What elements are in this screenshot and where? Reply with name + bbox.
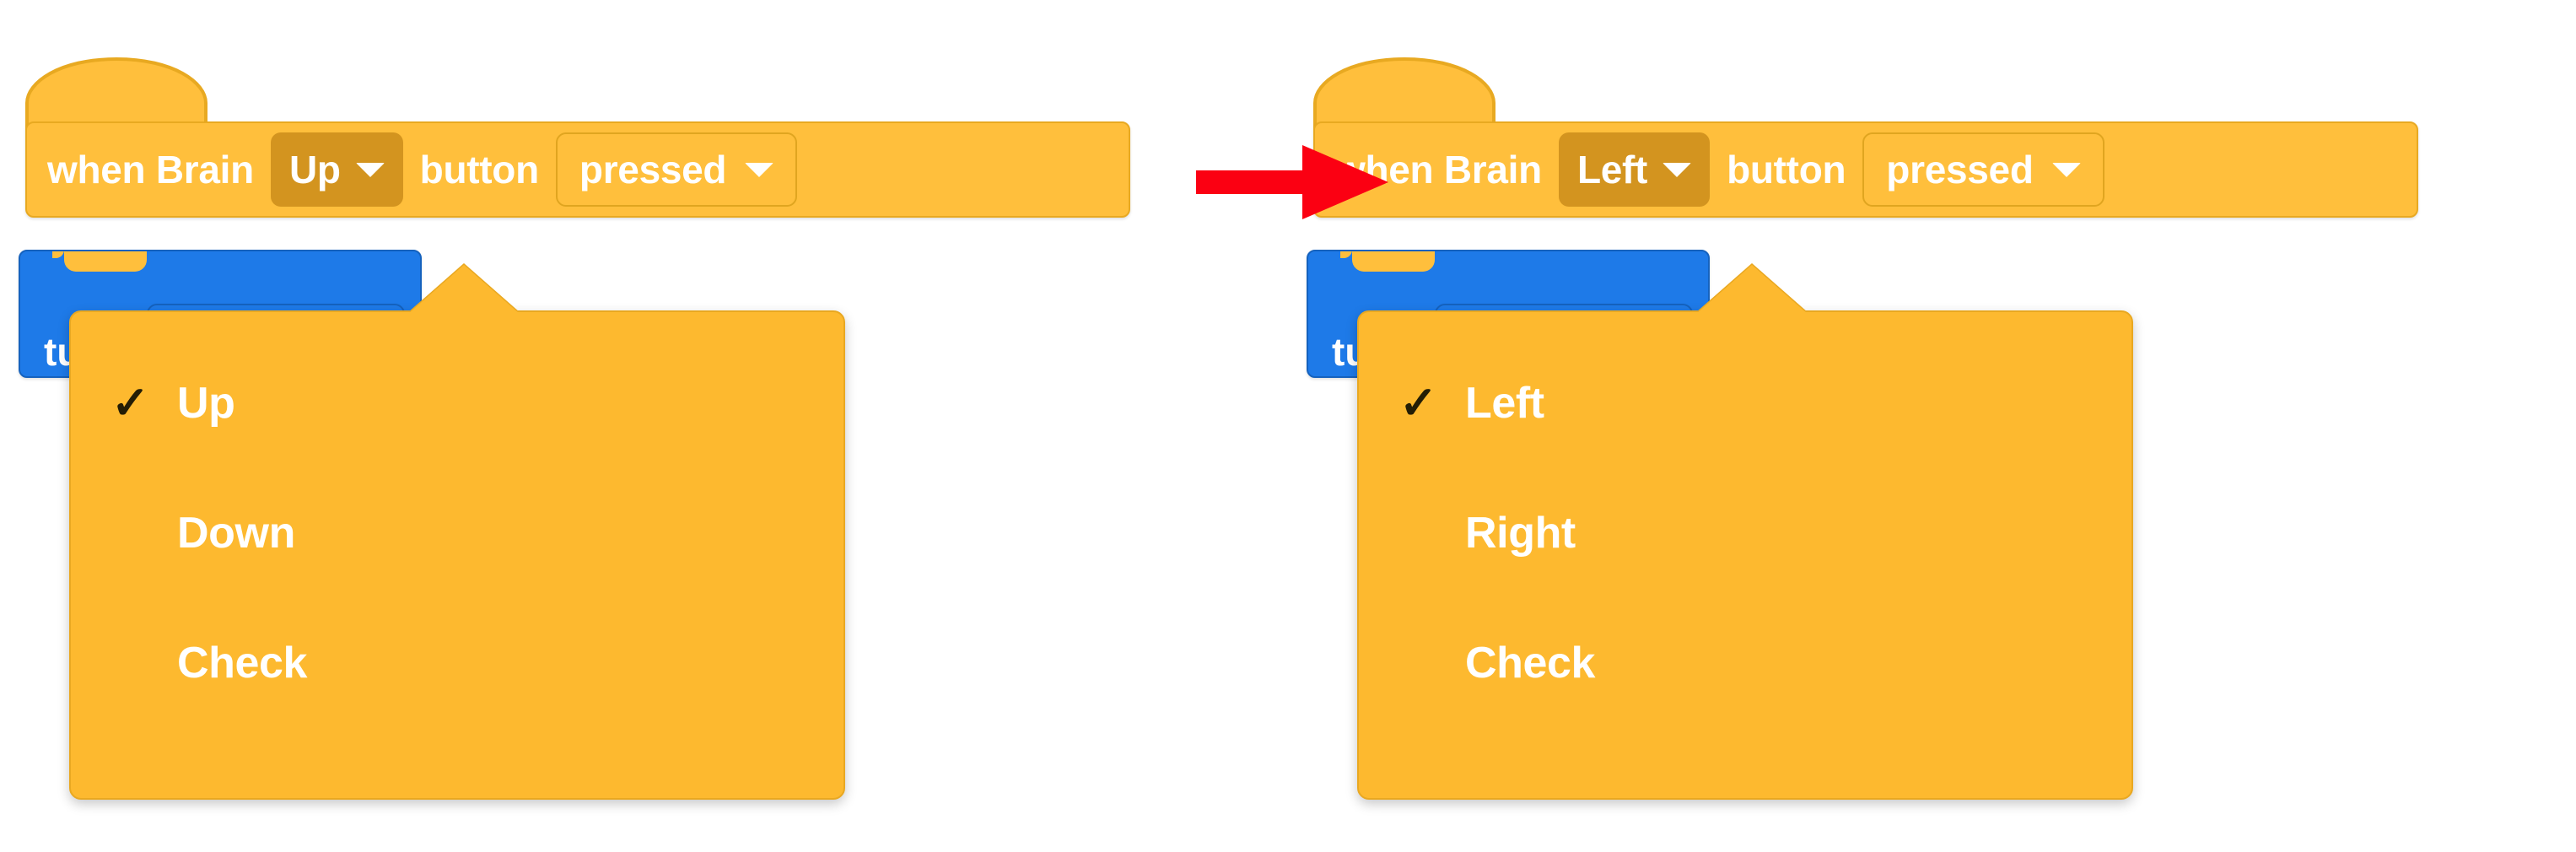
when-brain-label: when Brain xyxy=(47,148,254,191)
menu-item-option-1[interactable]: Right xyxy=(1359,493,2131,574)
menu-item-label: Check xyxy=(1465,639,1596,688)
hat-block-content: when Brain Up button pressed xyxy=(25,121,1130,218)
block-notch xyxy=(52,251,147,272)
menu-item-option-2[interactable]: Check xyxy=(1359,623,2131,704)
brain-button-dropdown-menu[interactable]: ✓ Left Right Check xyxy=(1357,265,2133,800)
menu-item-option-0[interactable]: ✓ Left xyxy=(1359,363,2131,444)
chevron-down-icon xyxy=(2051,162,2081,177)
menu-item-option-0[interactable]: ✓ Up xyxy=(71,363,843,444)
when-brain-button-pressed-block[interactable]: when Brain Up button pressed xyxy=(25,49,1130,218)
chevron-down-icon xyxy=(355,162,385,177)
chevron-down-icon xyxy=(1663,162,1692,177)
menu-item-label: Up xyxy=(177,379,235,428)
brain-button-dropdown-value: Up xyxy=(288,148,341,191)
button-state-dropdown-value: pressed xyxy=(579,148,727,191)
dropdown-pointer-icon xyxy=(1696,265,1808,314)
brain-button-dropdown[interactable]: Left xyxy=(1558,132,1711,207)
right-arrow-icon xyxy=(1196,145,1388,219)
block-notch xyxy=(1340,251,1435,272)
menu-item-option-2[interactable]: Check xyxy=(71,623,843,704)
menu-item-option-1[interactable]: Down xyxy=(71,493,843,574)
when-brain-button-pressed-block[interactable]: when Brain Left button pressed xyxy=(1313,49,2418,218)
chevron-down-icon xyxy=(745,162,774,177)
button-label: button xyxy=(419,148,540,191)
hat-block-dome xyxy=(25,49,1130,142)
panel-before: tu left when Brain Up button pressed ✓ U… xyxy=(19,0,1388,800)
menu-item-label: Check xyxy=(177,639,308,688)
button-label: button xyxy=(1727,148,1846,191)
menu-item-label: Left xyxy=(1465,379,1544,428)
hat-block-body xyxy=(25,121,1130,218)
menu-item-label: Right xyxy=(1465,509,1576,558)
hat-block-content: when Brain Left button pressed xyxy=(1313,121,2418,218)
dropdown-pointer-icon xyxy=(408,265,520,314)
button-state-dropdown-value: pressed xyxy=(1886,148,2034,191)
brain-button-dropdown-value: Left xyxy=(1576,148,1648,191)
button-state-dropdown[interactable]: pressed xyxy=(555,132,798,207)
button-state-dropdown[interactable]: pressed xyxy=(1862,132,2104,207)
checkmark-icon: ✓ xyxy=(111,378,150,429)
menu-item-label: Down xyxy=(177,509,295,558)
brain-button-dropdown-menu[interactable]: ✓ Up Down Check xyxy=(69,265,845,800)
panel-after: tu left when Brain Left button pressed ✓… xyxy=(1288,0,2576,852)
hat-block-dome xyxy=(1313,49,2418,142)
checkmark-icon: ✓ xyxy=(1399,378,1438,429)
brain-button-dropdown[interactable]: Up xyxy=(270,132,403,207)
